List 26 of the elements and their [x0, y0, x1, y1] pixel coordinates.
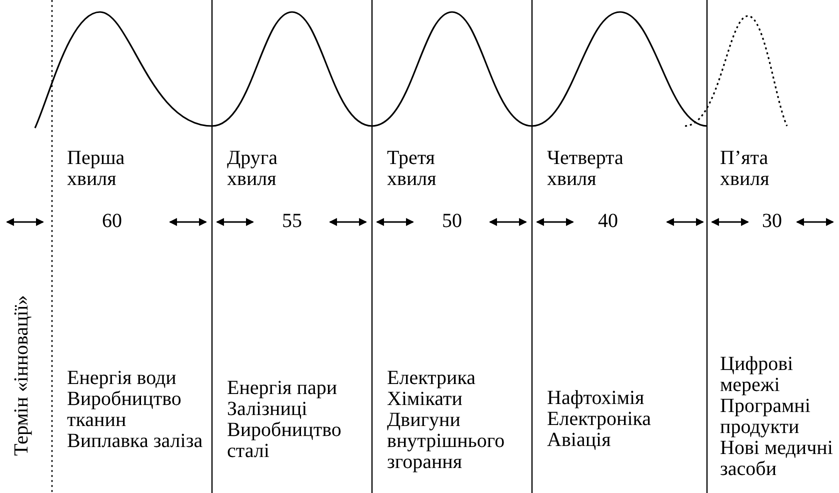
- innovation-text: Енергія пари: [227, 378, 338, 399]
- wave-name: Перша хвиля: [67, 148, 126, 190]
- innovation-text: Виробництво сталі: [227, 420, 342, 462]
- duration-value: 55: [281, 211, 303, 232]
- wave-name: П’ята хвиля: [720, 148, 770, 190]
- wave-name: Третя хвиля: [387, 148, 438, 190]
- innovation-text: Авіація: [547, 430, 611, 451]
- duration-value: 30: [761, 211, 783, 232]
- innovation-text: Нові медичні засоби: [720, 438, 834, 480]
- innovation-text: Хімікати: [387, 389, 462, 410]
- innovation-text: Двигуни внутрішнього згорання: [387, 410, 506, 473]
- wave-name: Друга хвиля: [227, 148, 278, 190]
- innovation-text: Залізниці: [227, 399, 308, 420]
- innovation-text: Електрика: [387, 368, 477, 389]
- innovation-text: Цифрові мережі: [720, 354, 794, 396]
- innovation-text: Нафтохімія: [547, 388, 646, 409]
- innovation-text: Енергія води: [67, 368, 178, 389]
- innovation-text: Виплавка заліза: [67, 431, 204, 452]
- duration-value: 50: [441, 211, 463, 232]
- duration-value: 60: [101, 211, 123, 232]
- innovation-text: Виробництво тканин: [67, 389, 182, 431]
- innovation-text: Електроніка: [547, 409, 652, 430]
- wave-name: Четверта хвиля: [547, 148, 624, 190]
- duration-value: 40: [597, 211, 619, 232]
- innovation-text: Програмні продукти: [720, 396, 812, 438]
- axis-title: Термін «інновації»: [12, 294, 32, 458]
